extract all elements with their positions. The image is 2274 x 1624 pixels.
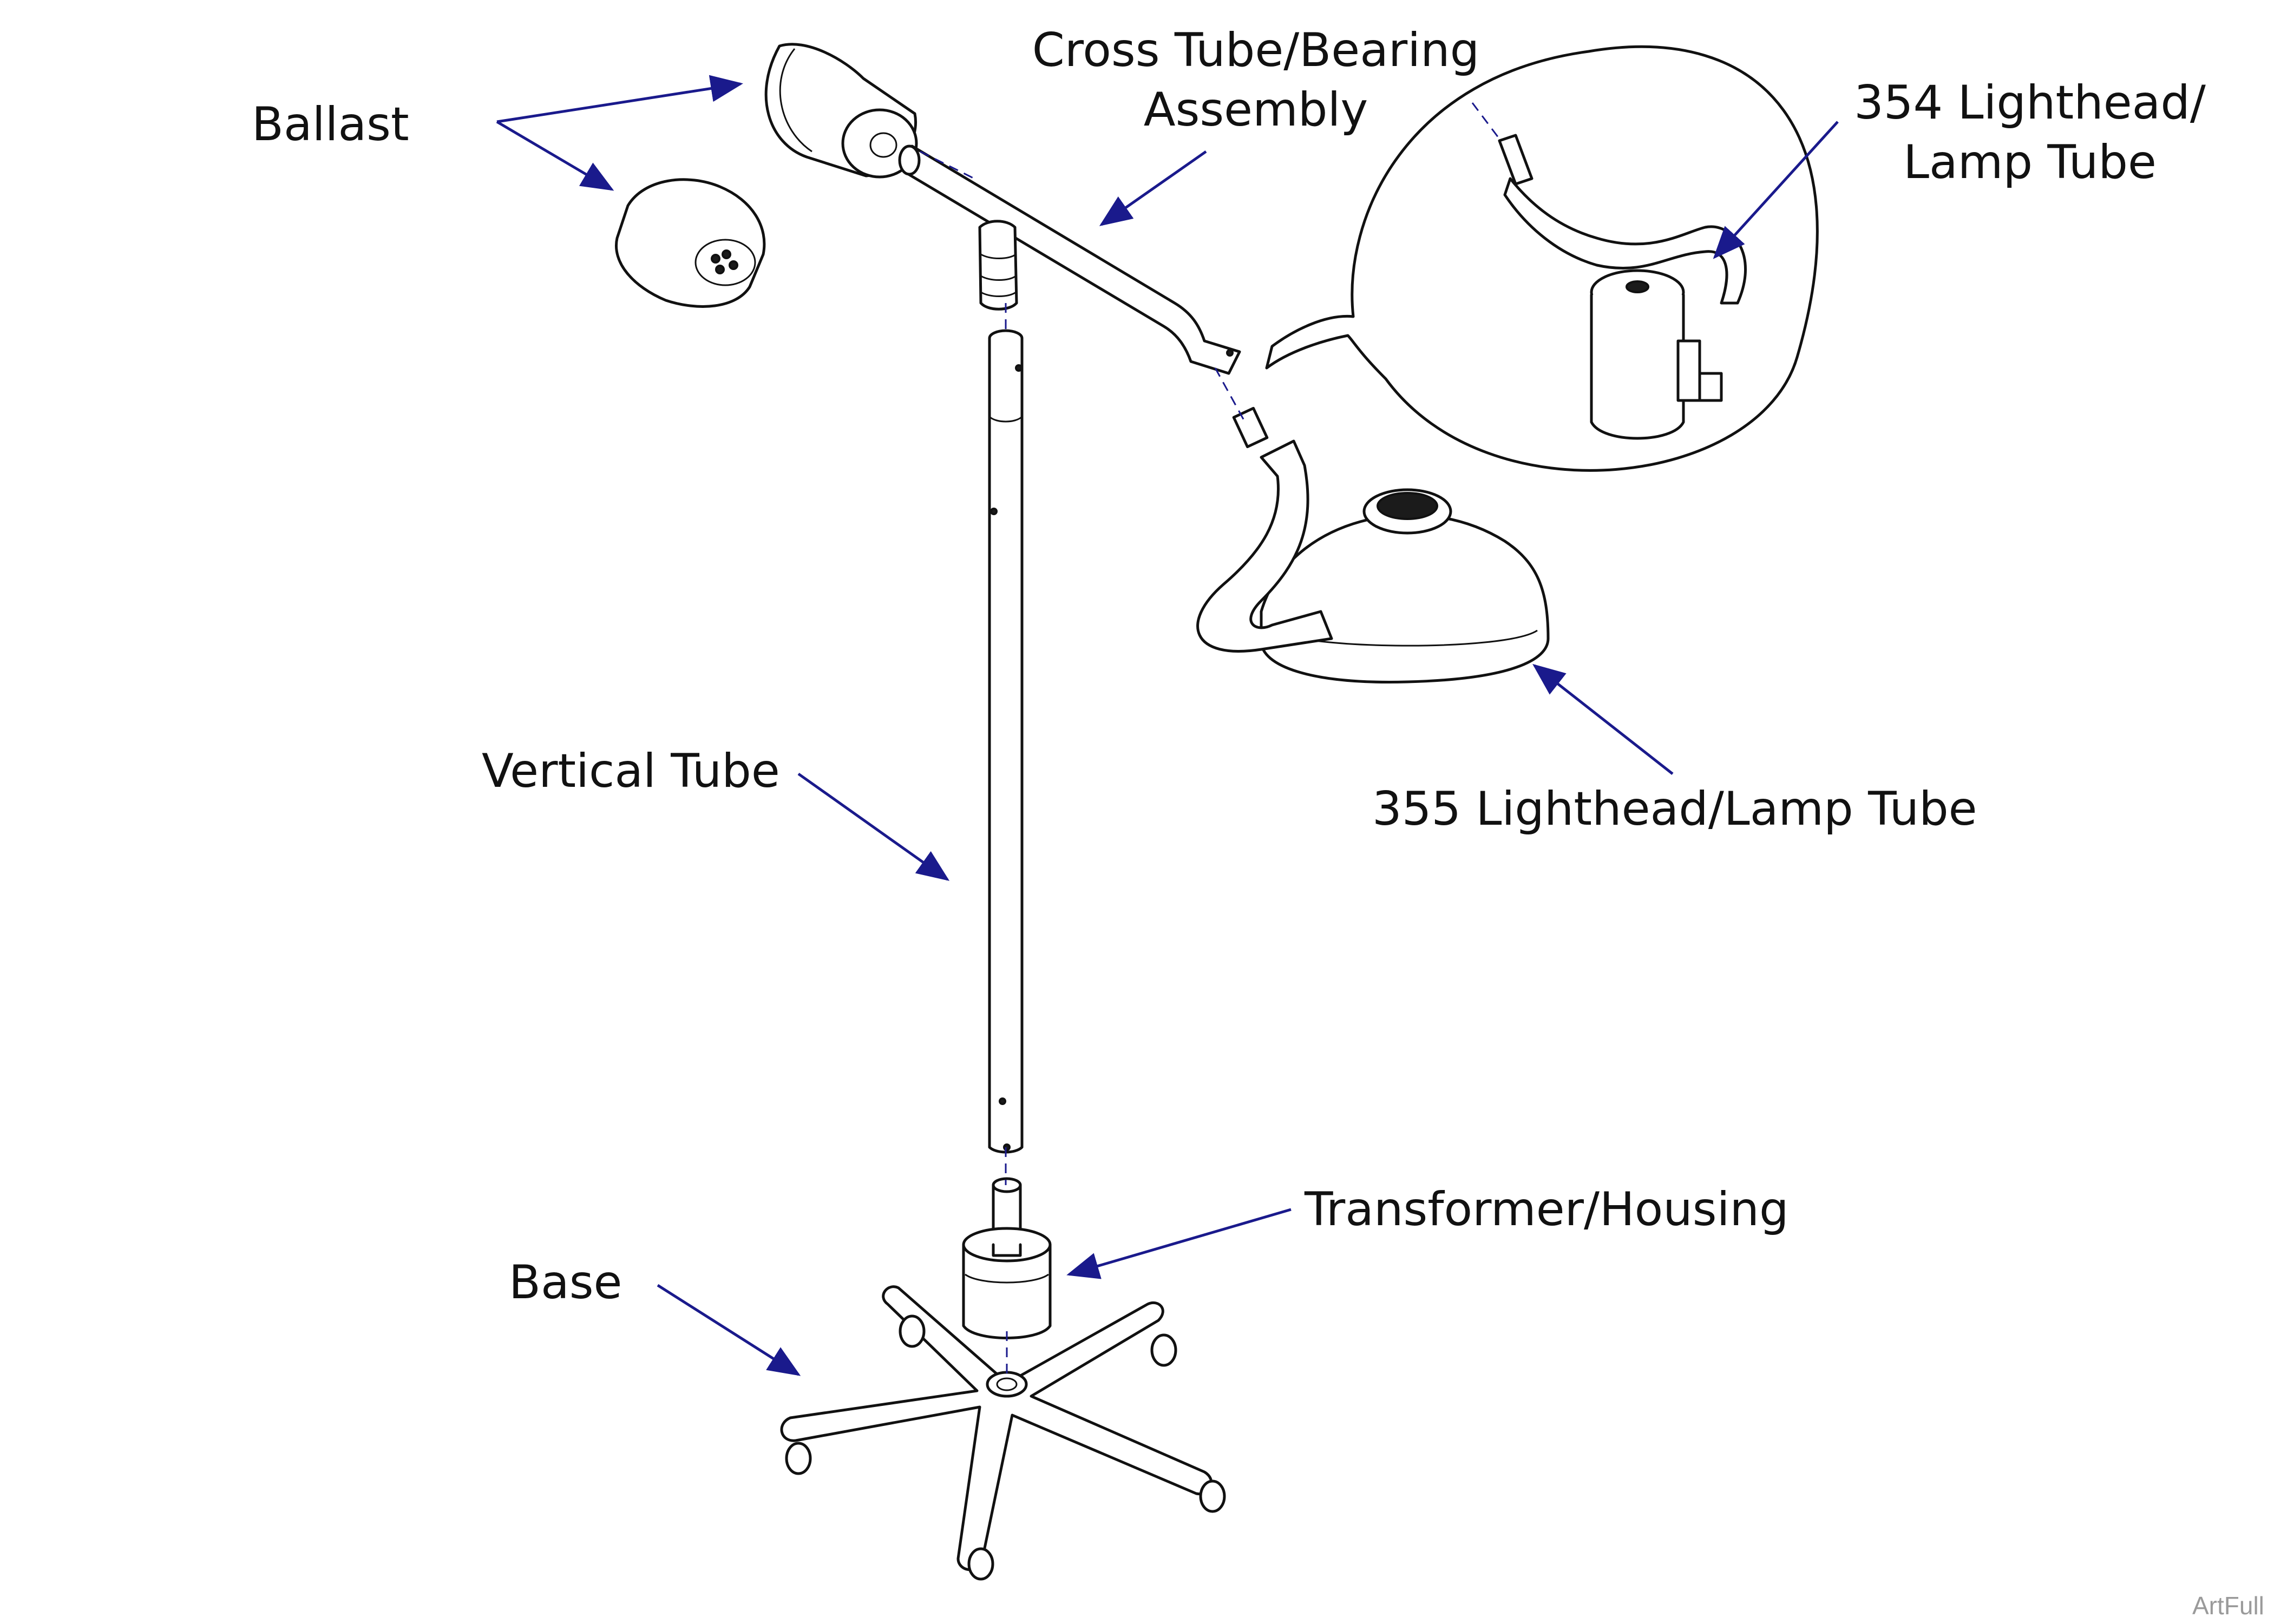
vertical-tube-part — [988, 329, 1024, 1154]
ballast-cylinder-part — [764, 43, 918, 179]
cross-tube-label-line1: Cross Tube/Bearing — [1032, 23, 1480, 77]
cross-tube-label-line2: Assembly — [1143, 83, 1368, 137]
lighthead-354-label: 354 Lighthead/ Lamp Tube — [1830, 73, 2230, 192]
lighthead-355-part — [1196, 406, 1550, 683]
cross-tube-part — [898, 144, 1241, 375]
lighthead-354-leader-arrow — [1713, 121, 1839, 259]
leader-arrows — [496, 75, 1839, 1376]
ballast-leader-arrow-lower — [496, 120, 614, 191]
transformer-housing-part — [962, 1177, 1052, 1339]
transformer-leader-arrow — [1066, 1208, 1292, 1279]
base-label: Base — [509, 1255, 622, 1310]
ballast-leader-arrow-upper — [496, 75, 743, 123]
lighthead-355-leader-arrow — [1532, 663, 1674, 775]
lighthead-354-callout — [1265, 45, 1819, 472]
transformer-housing-label: Transformer/Housing — [1305, 1182, 1789, 1237]
lighthead-354-label-line2: Lamp Tube — [1903, 135, 2157, 190]
ballast-box-part — [615, 178, 766, 308]
vertical-tube-label: Vertical Tube — [482, 744, 780, 798]
alignment-lines — [920, 150, 1246, 1377]
cross-tube-label: Cross Tube/Bearing Assembly — [985, 21, 1526, 140]
base-part — [780, 1285, 1226, 1581]
lighthead-354-label-line1: 354 Lighthead/ — [1854, 76, 2206, 130]
ballast-label: Ballast — [252, 97, 409, 152]
base-leader-arrow — [657, 1284, 801, 1376]
watermark-text: ArtFull — [2192, 1592, 2264, 1620]
bearing-collar-part — [978, 220, 1018, 311]
lighthead-355-label: 355 Lighthead/Lamp Tube — [1372, 782, 1977, 836]
vertical-tube-leader-arrow — [797, 772, 950, 881]
cross-tube-leader-arrow — [1099, 150, 1207, 226]
